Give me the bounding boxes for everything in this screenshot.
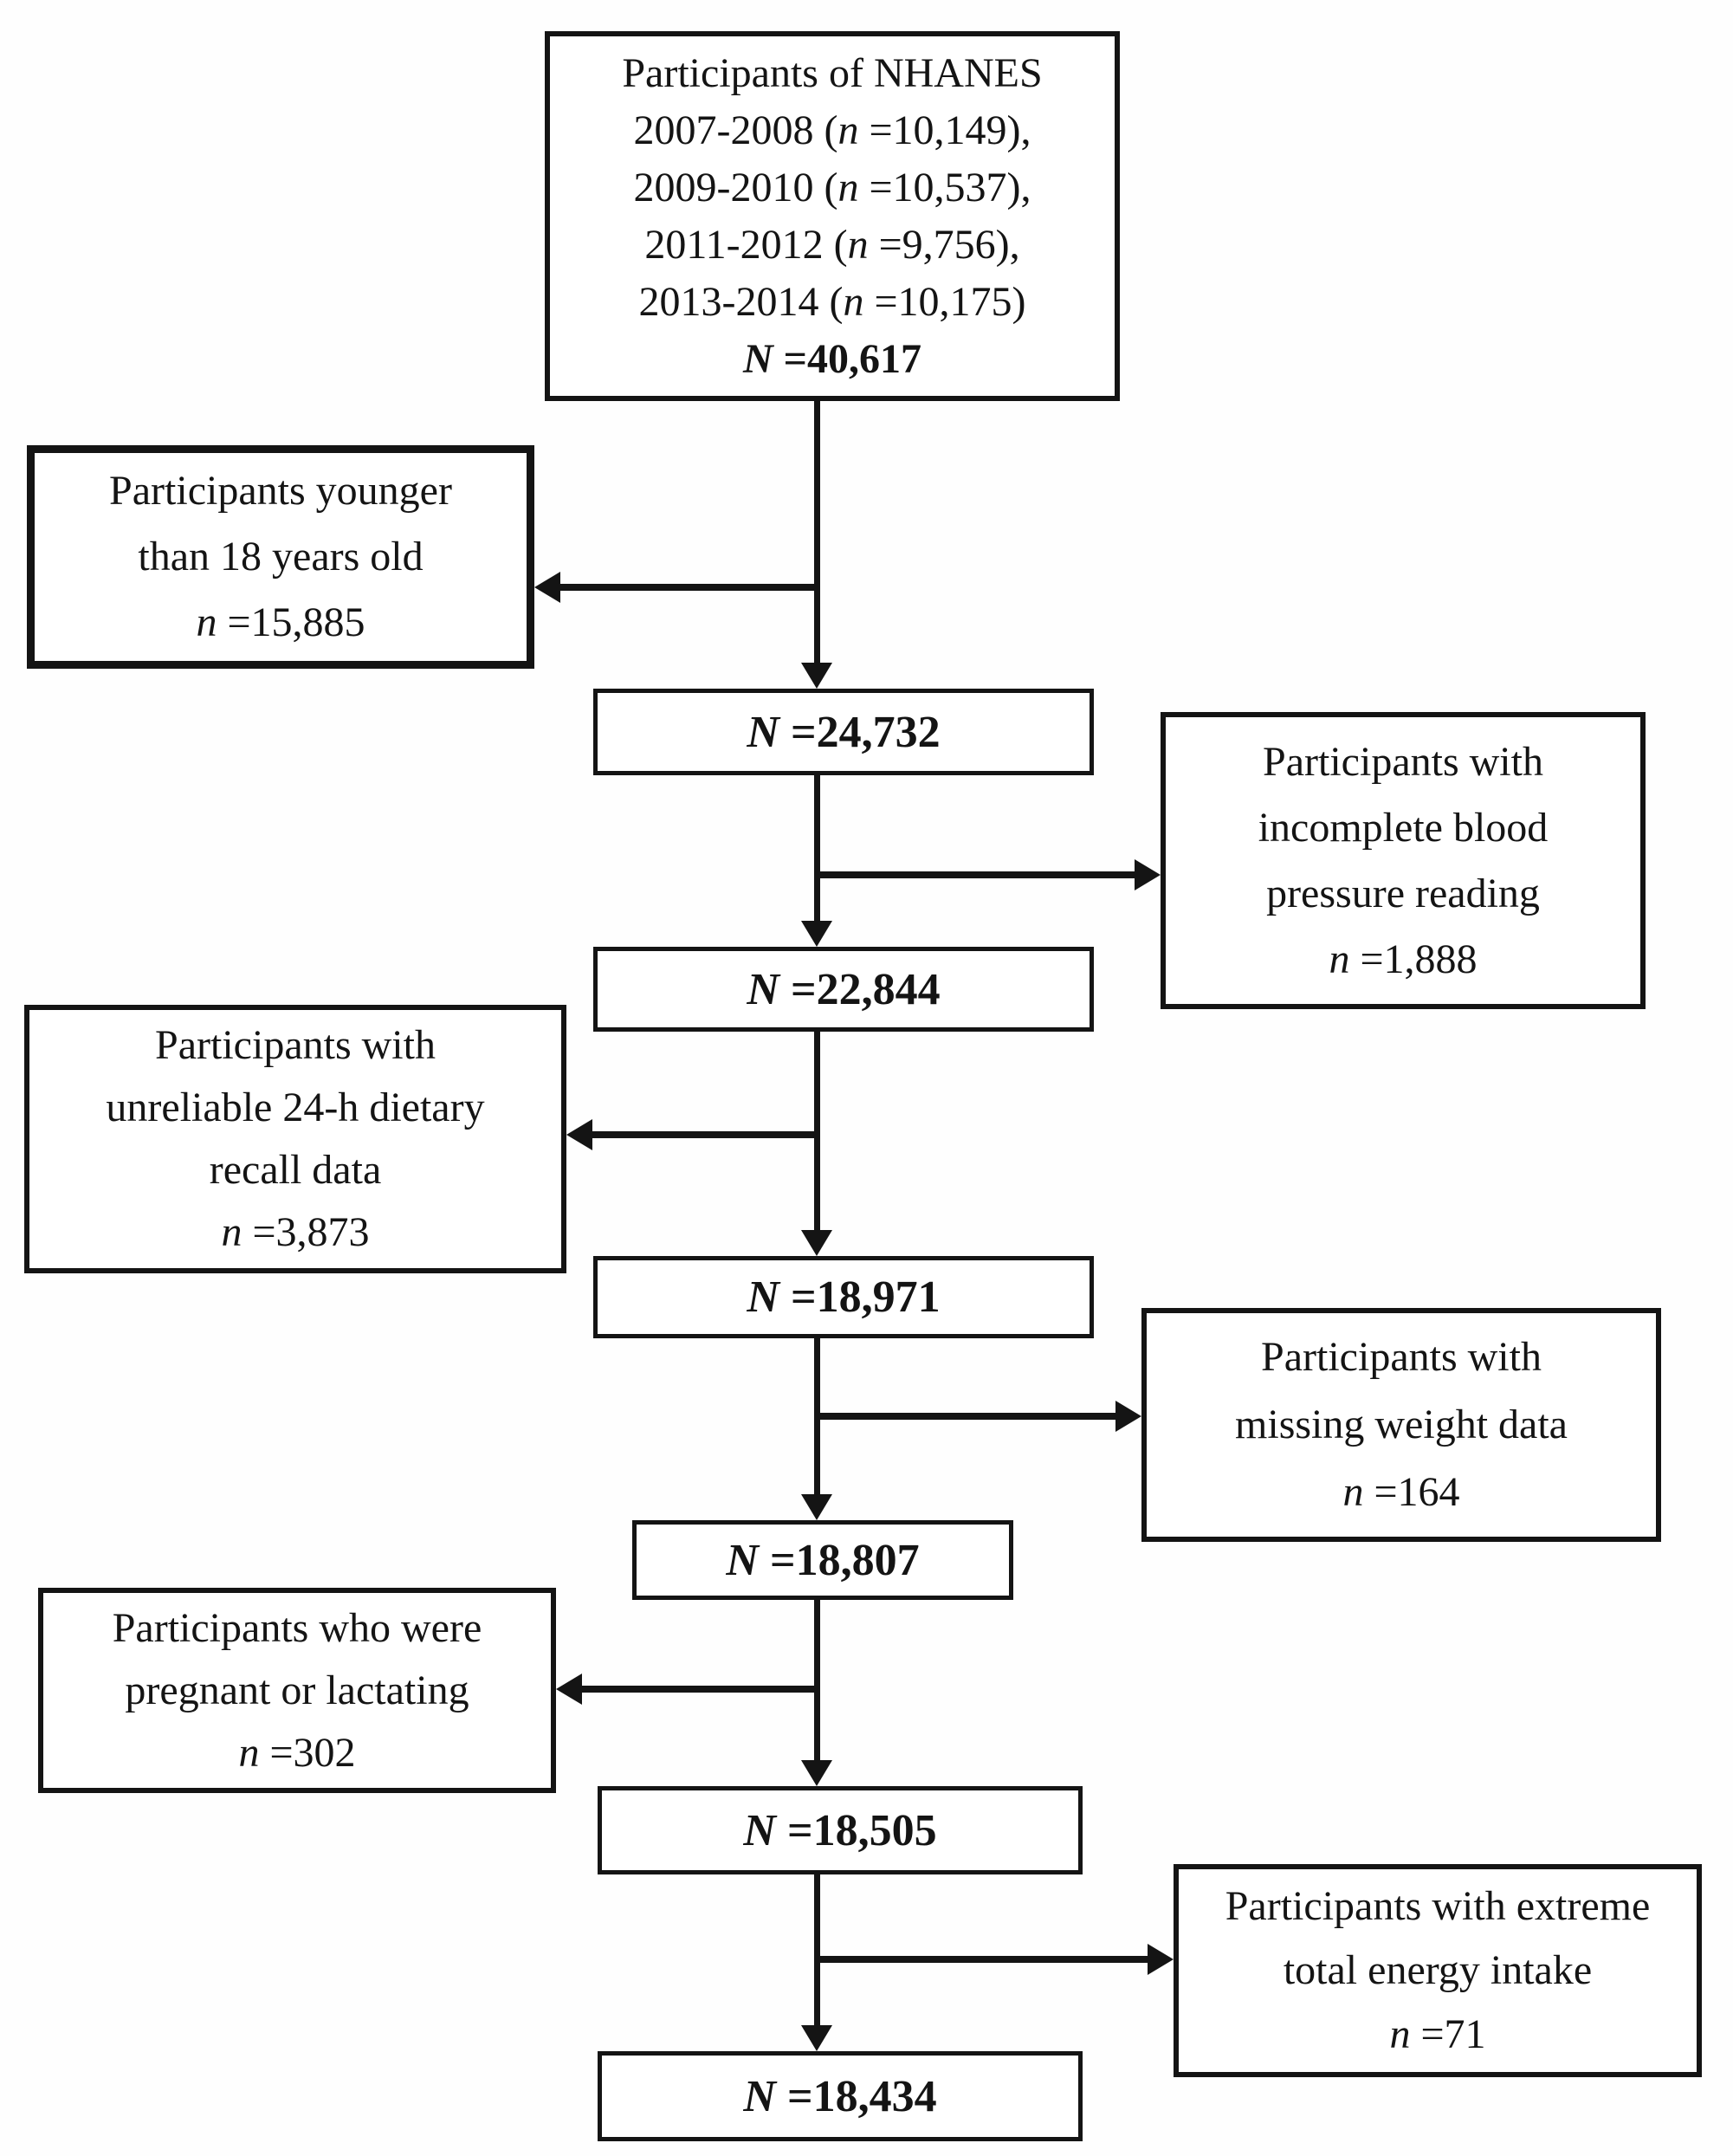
box-text-line: n =15,885 (196, 599, 365, 645)
box-text-line: N =18,434 (743, 2071, 937, 2121)
arrow-head-down-1 (801, 663, 832, 689)
arrow-head-down-5 (801, 1760, 832, 1786)
box-text-line: pregnant or lactating (125, 1667, 469, 1713)
box-text-line: Participants with (1263, 738, 1543, 785)
arrow-head-down-2 (801, 921, 832, 947)
box-text-line: N =24,732 (747, 707, 941, 757)
box-text-line: 2007-2008 (n =10,149), (633, 107, 1031, 153)
exclusion-box-unreliable-dietary: Participants with unreliable 24-h dietary… (24, 1005, 566, 1273)
flow-line-left-pregnant (582, 1686, 817, 1693)
box-text-line: Participants younger (109, 468, 452, 514)
box-text-line: Participants with extreme (1225, 1883, 1651, 1929)
box-text-line: missing weight data (1235, 1402, 1568, 1447)
arrow-head-down-6 (801, 2025, 832, 2051)
flow-line-right-energy (817, 1956, 1148, 1963)
box-text-line: N =40,617 (742, 335, 922, 382)
box-text-line: recall data (209, 1147, 382, 1193)
arrow-head-right-bp (1135, 859, 1161, 890)
box-text-line: 2013-2014 (n =10,175) (638, 278, 1026, 325)
count-box-6: N =18,434 (598, 2051, 1083, 2141)
flow-line-left-younger (560, 584, 817, 591)
flow-line-down-6 (814, 1874, 820, 2025)
count-box-4: N =18,807 (632, 1520, 1013, 1600)
box-text-line: than 18 years old (138, 534, 424, 579)
arrow-head-left-younger (534, 572, 560, 603)
box-text-line: total energy intake (1283, 1947, 1593, 1993)
box-text-line: Participants with (1261, 1334, 1542, 1380)
box-text-line: 2011-2012 (n =9,756), (644, 221, 1020, 268)
box-text-line: n =1,888 (1329, 936, 1478, 982)
box-text-line: N =18,505 (743, 1805, 937, 1855)
box-nhanes-cohorts: Participants of NHANES 2007-2008 (n =10,1… (545, 31, 1120, 401)
exclusion-box-incomplete-bp: Participants with incomplete blood pressur… (1161, 712, 1646, 1009)
box-text-line: Participants of NHANES (622, 49, 1043, 96)
box-text-line: pressure reading (1266, 870, 1540, 916)
arrow-head-right-weight (1115, 1401, 1141, 1432)
count-box-2: N =22,844 (593, 947, 1094, 1032)
box-text-line: Participants who were (112, 1604, 482, 1651)
flow-line-down-2 (814, 775, 820, 921)
box-text-line: n =164 (1342, 1469, 1460, 1515)
box-text-line: N =18,971 (747, 1272, 941, 1322)
box-text-line: Participants with (155, 1022, 436, 1068)
count-box-5: N =18,505 (598, 1786, 1083, 1874)
flow-line-down-5 (814, 1600, 820, 1760)
flow-line-right-weight (817, 1413, 1115, 1420)
arrow-head-left-pregnant (556, 1674, 582, 1705)
box-text-line: unreliable 24-h dietary (106, 1084, 485, 1130)
count-box-3: N =18,971 (593, 1256, 1094, 1338)
flow-line-left-dietary (592, 1131, 817, 1138)
box-text-line: n =3,873 (221, 1209, 370, 1255)
box-text-line: 2009-2010 (n =10,537), (633, 164, 1031, 210)
box-text-line: n =302 (238, 1729, 356, 1776)
box-text-line: N =22,844 (747, 964, 941, 1014)
flow-line-down-1 (814, 401, 820, 663)
count-box-1: N =24,732 (593, 689, 1094, 775)
arrow-head-right-energy (1148, 1944, 1174, 1975)
box-text-line: incomplete blood (1258, 804, 1549, 851)
exclusion-box-missing-weight: Participants with missing weight data n =1… (1141, 1308, 1661, 1542)
arrow-head-down-4 (801, 1494, 832, 1520)
flow-line-down-3 (814, 1032, 820, 1230)
exclusion-box-pregnant-lactating: Participants who were pregnant or lactati… (38, 1588, 556, 1793)
exclusion-box-extreme-energy: Participants with extreme total energy in… (1174, 1864, 1702, 2077)
box-text-line: N =18,807 (726, 1535, 920, 1585)
arrow-head-down-3 (801, 1230, 832, 1256)
exclusion-box-younger-than-18: Participants younger than 18 years old n =… (27, 445, 534, 669)
box-text-line: n =71 (1389, 2011, 1486, 2057)
arrow-head-left-dietary (566, 1119, 592, 1150)
flow-line-right-bp (817, 871, 1135, 878)
